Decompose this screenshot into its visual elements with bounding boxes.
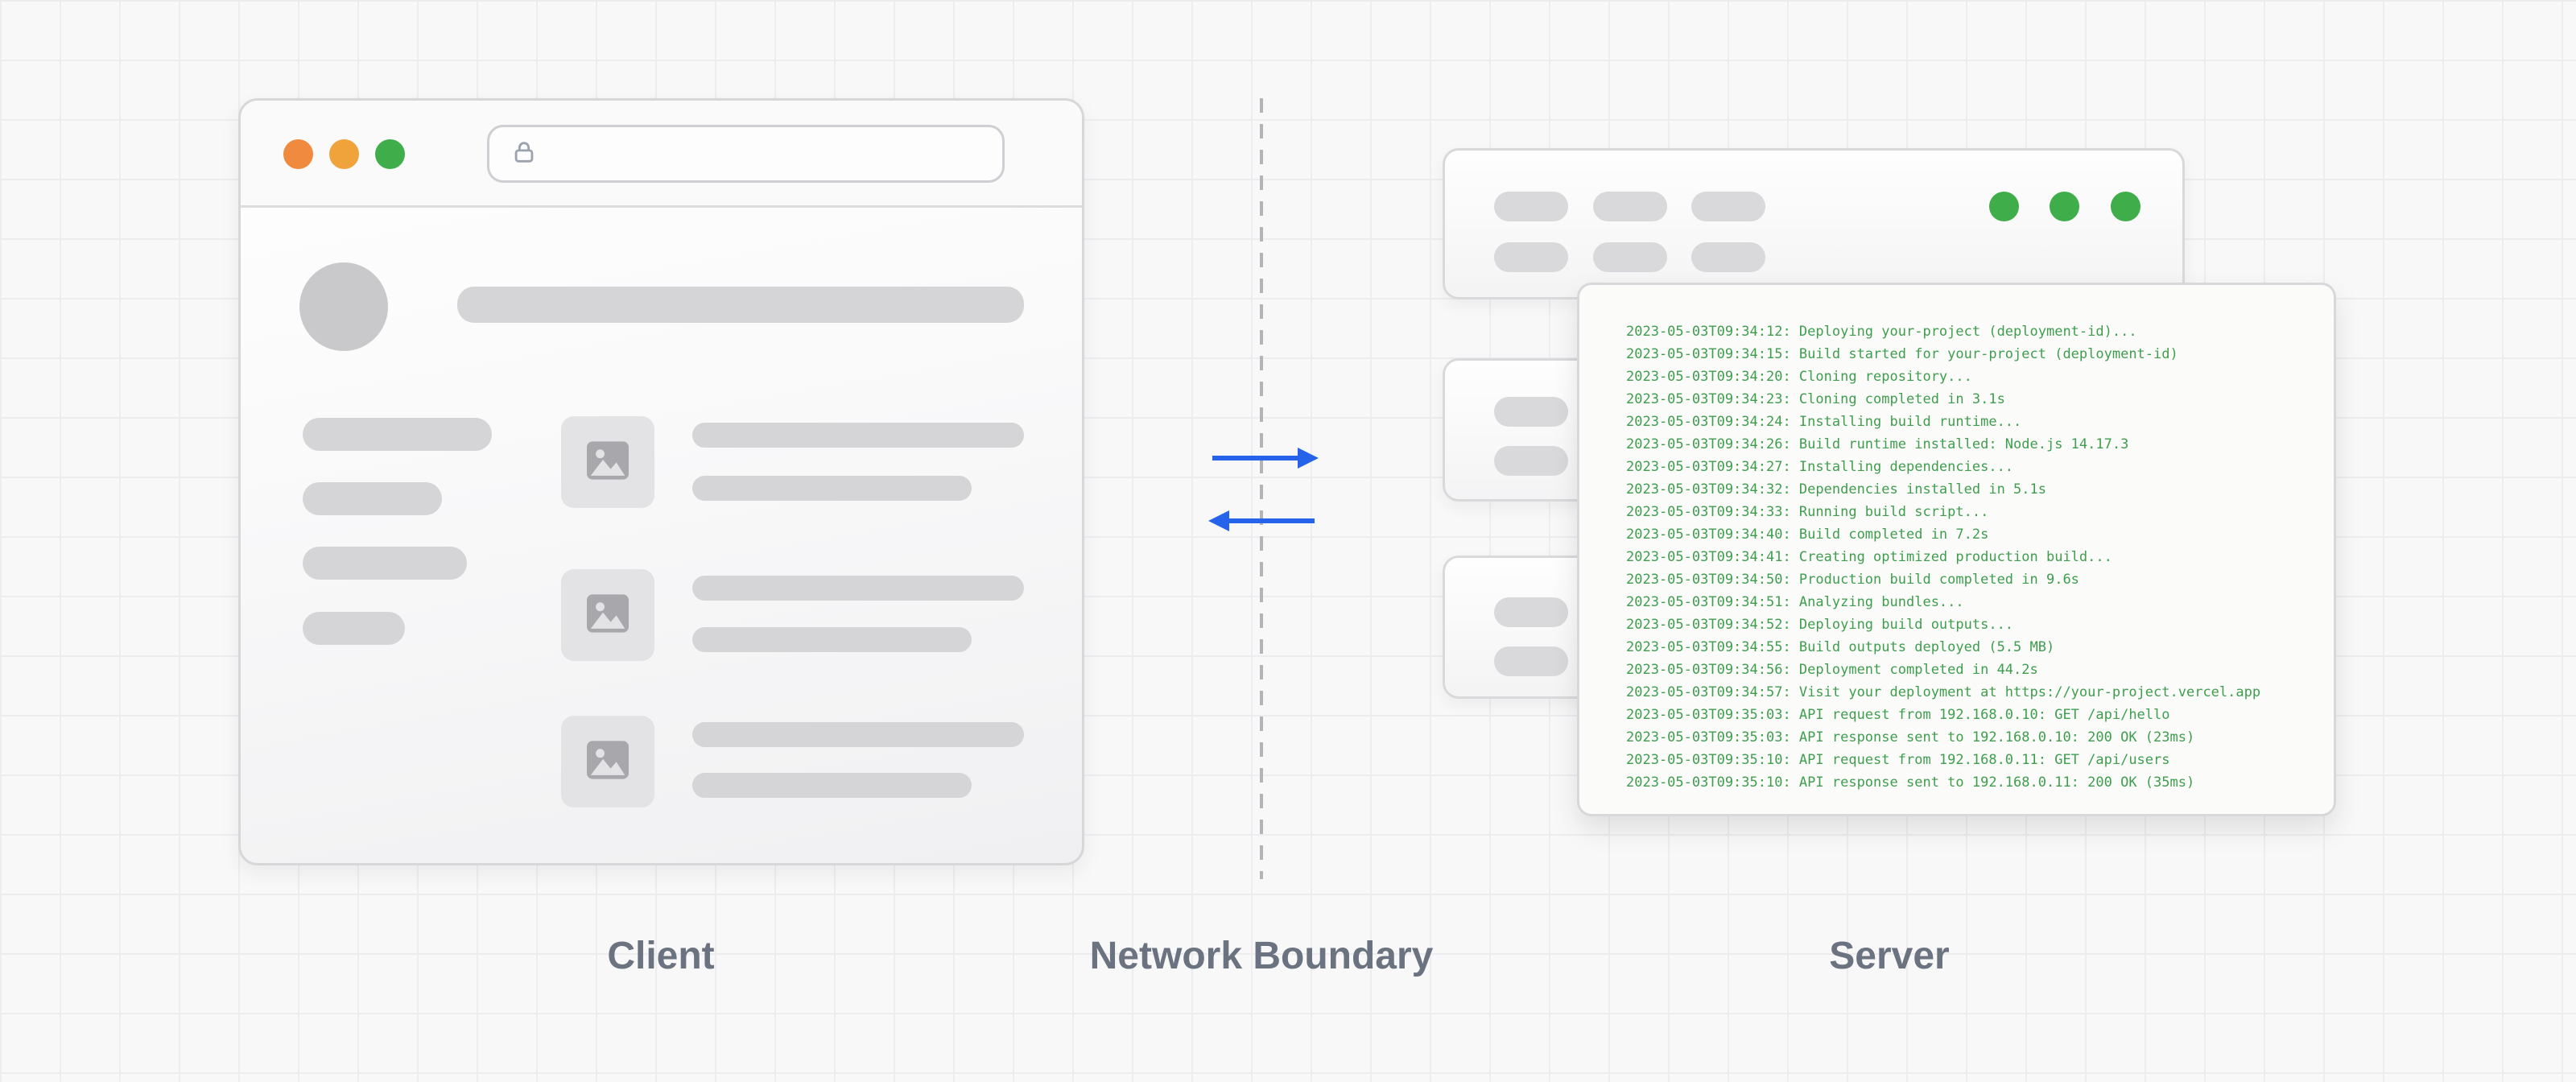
media-text-line: [692, 576, 1024, 601]
log-line: 2023-05-03T09:35:10: API request from 19…: [1626, 752, 2170, 768]
server-slot-pill: [1593, 242, 1667, 272]
terminal-window: 2023-05-03T09:34:12: Deploying your-proj…: [1577, 283, 2336, 816]
server-slot-pill: [1494, 397, 1568, 427]
log-line: 2023-05-03T09:34:50: Production build co…: [1626, 572, 2079, 588]
traffic-light-minimize-dot: [329, 139, 359, 169]
server-slot-pill: [1691, 192, 1765, 221]
log-line: 2023-05-03T09:34:55: Build outputs deplo…: [1626, 639, 2055, 655]
media-thumbnail: [561, 569, 654, 661]
server-status-dot: [2111, 192, 2140, 221]
log-line: 2023-05-03T09:34:26: Build runtime insta…: [1626, 436, 2129, 452]
server-slot-pill: [1691, 242, 1765, 272]
log-line: 2023-05-03T09:34:27: Installing dependen…: [1626, 459, 2014, 475]
log-line: 2023-05-03T09:34:41: Creating optimized …: [1626, 549, 2112, 565]
label-server: Server: [1829, 935, 1950, 977]
skeleton-line: [303, 482, 442, 515]
server-slot-pill: [1494, 646, 1568, 676]
log-line: 2023-05-03T09:34:57: Visit your deployme…: [1626, 684, 2261, 700]
log-line: 2023-05-03T09:34:51: Analyzing bundles..…: [1626, 594, 1964, 610]
server-slot-pill: [1494, 446, 1568, 476]
lock-icon: [510, 138, 538, 170]
log-line: 2023-05-03T09:34:52: Deploying build out…: [1626, 617, 2014, 633]
traffic-light-zoom-dot: [375, 139, 405, 169]
log-line: 2023-05-03T09:35:03: API response sent t…: [1626, 729, 2195, 745]
image-icon: [584, 739, 631, 785]
terminal-log: 2023-05-03T09:34:12: Deploying your-proj…: [1626, 320, 2318, 794]
log-line: 2023-05-03T09:34:12: Deploying your-proj…: [1626, 324, 2137, 340]
browser-header: [241, 101, 1082, 208]
label-client: Client: [607, 935, 715, 977]
skeleton-line: [303, 612, 405, 645]
log-line: 2023-05-03T09:34:56: Deployment complete…: [1626, 662, 2038, 678]
traffic-light-close-dot: [283, 139, 313, 169]
url-bar: [487, 125, 1005, 183]
log-line: 2023-05-03T09:35:03: API request from 19…: [1626, 707, 2170, 723]
client-browser-window: [238, 98, 1084, 865]
skeleton-line: [303, 418, 492, 451]
server-slot-pill: [1494, 597, 1568, 627]
server-status-dot: [2050, 192, 2079, 221]
log-line: 2023-05-03T09:34:23: Cloning completed i…: [1626, 391, 2005, 407]
server-status-dot: [1989, 192, 2019, 221]
browser-content-skeleton: [241, 205, 1082, 863]
arrow-right-icon: [1212, 448, 1319, 469]
image-icon: [584, 440, 631, 485]
media-thumbnail: [561, 416, 654, 508]
log-line: 2023-05-03T09:34:20: Cloning repository.…: [1626, 369, 1972, 385]
media-text-line: [692, 722, 1024, 747]
media-text-line: [692, 476, 972, 501]
skeleton-line: [303, 547, 467, 580]
log-line: 2023-05-03T09:35:10: API response sent t…: [1626, 774, 2195, 791]
media-text-line: [692, 423, 1024, 448]
server-slot-pill: [1593, 192, 1667, 221]
server-card: [1443, 148, 2185, 299]
log-line: 2023-05-03T09:34:33: Running build scrip…: [1626, 504, 1989, 520]
network-boundary-graphic: [1208, 98, 1319, 879]
server-slot-pill: [1494, 242, 1568, 272]
avatar-placeholder: [299, 262, 388, 351]
title-skeleton: [457, 287, 1024, 323]
media-thumbnail: [561, 716, 654, 807]
media-text-line: [692, 773, 972, 798]
image-icon: [584, 593, 631, 638]
label-network-boundary: Network Boundary: [1089, 935, 1434, 977]
log-line: 2023-05-03T09:34:24: Installing build ru…: [1626, 414, 2022, 430]
log-line: 2023-05-03T09:34:15: Build started for y…: [1626, 346, 2178, 362]
log-line: 2023-05-03T09:34:32: Dependencies instal…: [1626, 481, 2046, 498]
server-slot-pill: [1494, 192, 1568, 221]
arrow-left-icon: [1208, 510, 1315, 531]
log-line: 2023-05-03T09:34:40: Build completed in …: [1626, 527, 1989, 543]
media-text-line: [692, 627, 972, 652]
